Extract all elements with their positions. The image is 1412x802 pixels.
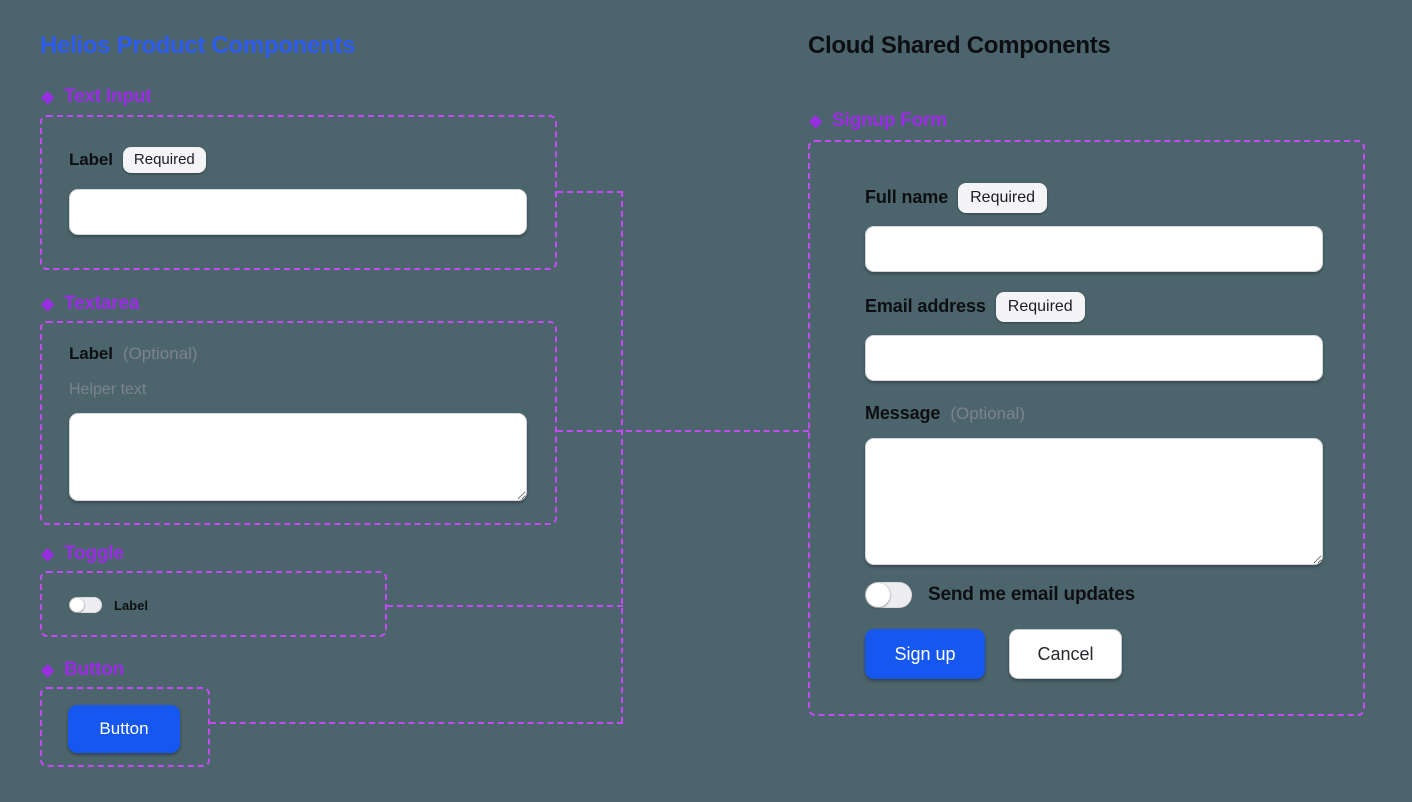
- component-label-text: Button: [64, 659, 125, 680]
- email-updates-label: Send me email updates: [928, 584, 1135, 605]
- message-label: Message: [865, 403, 941, 423]
- sign-up-button[interactable]: Sign up: [865, 629, 985, 679]
- optional-tag: (Optional): [950, 403, 1025, 423]
- message-textarea[interactable]: [865, 438, 1323, 565]
- toggle-label: Label: [114, 597, 148, 613]
- email-updates-toggle-row: Send me email updates: [865, 582, 1135, 608]
- textarea-label-row: Label (Optional): [69, 344, 198, 364]
- message-label-row: Message (Optional): [865, 403, 1025, 424]
- optional-tag: (Optional): [122, 344, 198, 363]
- left-panel-title: Helios Product Components: [40, 32, 356, 59]
- component-icon: ❖: [40, 88, 56, 108]
- right-panel-title: Cloud Shared Components: [808, 32, 1111, 59]
- required-badge: Required: [122, 147, 206, 174]
- email-input[interactable]: [865, 335, 1323, 381]
- connector-button: [210, 722, 623, 724]
- component-label-signup-form: ❖ Signup Form: [808, 110, 947, 132]
- cancel-button[interactable]: Cancel: [1009, 629, 1122, 679]
- connector-text-input: [557, 191, 623, 193]
- connector-toggle: [387, 605, 623, 607]
- text-input-field[interactable]: [69, 189, 527, 235]
- field-label: Label: [69, 344, 113, 363]
- signup-form-frame: Full name Required Email address Require…: [808, 140, 1365, 716]
- field-label: Label: [69, 150, 113, 170]
- component-label-text-input: ❖ Text Input: [40, 86, 152, 108]
- email-updates-toggle[interactable]: [865, 582, 912, 608]
- textarea-component-frame: Label (Optional) Helper text: [40, 321, 557, 525]
- full-name-label: Full name: [865, 187, 949, 208]
- connector-textarea: [557, 430, 809, 432]
- full-name-input[interactable]: [865, 226, 1323, 272]
- full-name-label-row: Full name Required: [865, 183, 1048, 213]
- component-icon: ❖: [808, 112, 824, 132]
- toggle-knob: [70, 598, 84, 612]
- email-label-row: Email address Required: [865, 292, 1085, 322]
- required-badge: Required: [995, 292, 1085, 322]
- sample-button[interactable]: Button: [68, 705, 180, 753]
- textarea-field[interactable]: [69, 413, 527, 501]
- component-label-text: Signup Form: [832, 110, 948, 131]
- toggle-row: Label: [69, 597, 148, 613]
- text-input-label-row: Label Required: [69, 147, 206, 174]
- component-icon: ❖: [40, 295, 56, 315]
- component-label-button: ❖ Button: [40, 659, 124, 681]
- required-badge: Required: [958, 183, 1048, 213]
- component-label-toggle: ❖ Toggle: [40, 543, 124, 565]
- button-component-frame: Button: [40, 687, 210, 767]
- text-input-component-frame: Label Required: [40, 115, 557, 270]
- toggle-component-frame: Label: [40, 571, 387, 637]
- component-icon: ❖: [40, 661, 56, 681]
- component-icon: ❖: [40, 545, 56, 565]
- toggle-knob: [866, 583, 890, 607]
- component-label-text: Textarea: [64, 293, 140, 314]
- helper-text: Helper text: [69, 381, 147, 398]
- email-label: Email address: [865, 296, 986, 317]
- component-label-textarea: ❖ Textarea: [40, 293, 139, 315]
- component-label-text: Toggle: [64, 543, 124, 564]
- toggle-switch[interactable]: [69, 597, 102, 613]
- connector-trunk: [621, 191, 623, 723]
- component-label-text: Text Input: [64, 86, 152, 107]
